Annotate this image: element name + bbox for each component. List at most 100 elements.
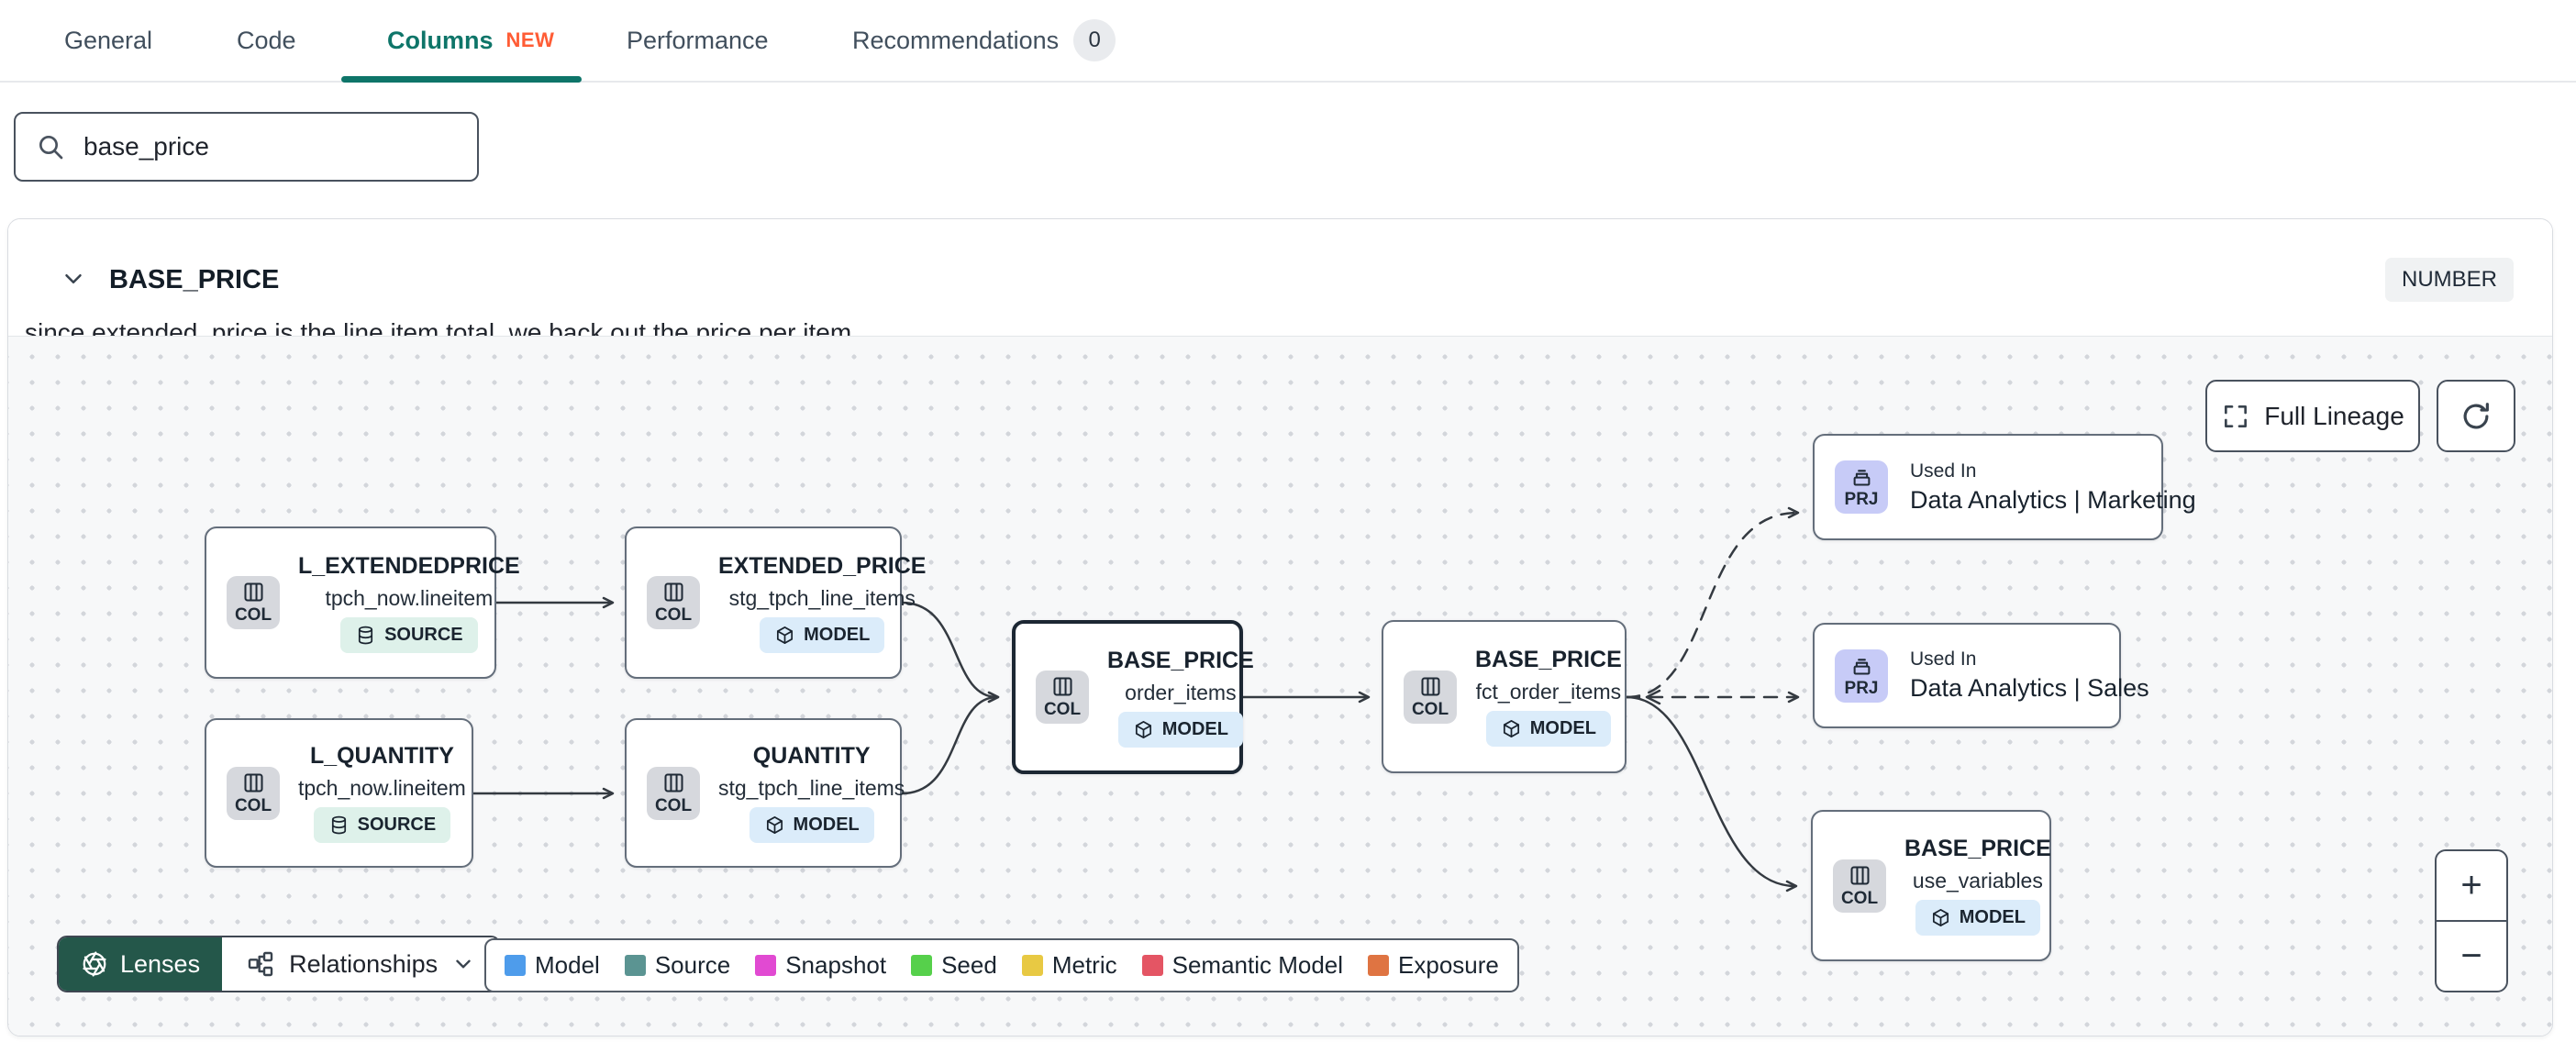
node-subtitle: stg_tpch_line_items — [718, 776, 905, 800]
tab-label: Performance — [627, 26, 769, 54]
legend-swatch — [911, 955, 933, 976]
column-badge: COL — [227, 576, 280, 629]
node-subtitle: order_items — [1125, 680, 1237, 704]
lenses-label: Lenses — [120, 949, 201, 978]
refresh-button[interactable] — [2437, 380, 2515, 452]
lineage-node-quantity[interactable]: COL QUANTITY stg_tpch_line_items MODEL — [625, 718, 905, 868]
source-pill: SOURCE — [313, 807, 451, 843]
column-search[interactable] — [14, 112, 479, 182]
project-badge: PRJ — [1835, 648, 1888, 703]
column-name: BASE_PRICE — [109, 265, 280, 294]
legend-label: Metric — [1051, 951, 1117, 979]
cube-icon — [1932, 909, 1949, 926]
badge-label: COL — [1411, 699, 1449, 719]
columns-icon — [1052, 677, 1072, 696]
node-subtitle: stg_tpch_line_items — [728, 585, 916, 610]
lineage-node-base-price-order-items[interactable]: COL BASE_PRICE order_items MODEL — [1012, 620, 1254, 774]
lenses-button[interactable]: Lenses — [59, 937, 223, 991]
column-badge: COL — [1833, 859, 1886, 913]
full-lineage-button[interactable]: Full Lineage — [2205, 380, 2420, 452]
node-title: L_EXTENDEDPRICE — [298, 552, 520, 579]
node-type-label: MODEL — [1959, 907, 2026, 927]
tab-code[interactable]: Code — [237, 0, 296, 81]
legend-label: Seed — [941, 951, 997, 979]
tab-bar: General Code Columns NEW Performance Rec… — [0, 0, 2576, 83]
model-pill: MODEL — [749, 807, 874, 843]
column-panel-header: BASE_PRICE NUMBER since extended_price i… — [8, 219, 2552, 347]
column-panel: BASE_PRICE NUMBER since extended_price i… — [7, 218, 2553, 1036]
model-pill: MODEL — [1117, 711, 1243, 748]
legend-item-metric: Metric — [1021, 951, 1117, 980]
lineage-node-extended-price[interactable]: COL EXTENDED_PRICE stg_tpch_line_items M… — [625, 526, 926, 679]
node-title: Data Analytics | Marketing — [1910, 485, 2196, 514]
zoom-control: + − — [2435, 849, 2508, 992]
legend-item-source: Source — [624, 951, 730, 980]
legend-item-model: Model — [505, 951, 600, 980]
node-type-label: MODEL — [793, 815, 860, 835]
chevron-down-icon — [456, 959, 471, 969]
tab-general[interactable]: General — [64, 0, 152, 81]
legend-label: Semantic Model — [1171, 951, 1344, 979]
aperture-icon — [83, 951, 106, 977]
project-icon — [1853, 470, 1870, 486]
zoom-out-button[interactable]: − — [2460, 936, 2482, 976]
columns-icon — [663, 772, 683, 793]
node-title: BASE_PRICE — [1475, 647, 1622, 672]
legend-swatch — [505, 955, 526, 976]
tab-columns[interactable]: Columns NEW — [387, 0, 554, 81]
legend-swatch — [1368, 955, 1390, 976]
used-in-label: Used In — [1910, 648, 1977, 670]
column-badge: COL — [647, 576, 700, 629]
database-icon — [331, 815, 346, 835]
lens-controls: Lenses Relationships — [57, 936, 502, 992]
relationships-label: Relationships — [289, 949, 439, 978]
lineage-node-used-in-marketing[interactable]: PRJ Used In Data Analytics | Marketing — [1813, 434, 2196, 540]
search-input[interactable] — [83, 132, 450, 161]
refresh-icon — [2463, 402, 2489, 428]
node-type-label: MODEL — [1161, 718, 1228, 739]
columns-icon — [663, 582, 683, 602]
tab-performance[interactable]: Performance — [627, 0, 769, 81]
hierarchy-icon — [248, 951, 273, 977]
badge-label: COL — [654, 795, 693, 815]
lineage-edges — [472, 506, 1800, 892]
lineage-node-base-price-use-variables[interactable]: COL BASE_PRICE use_variables MODEL — [1811, 810, 2051, 961]
chevron-down-icon[interactable] — [60, 265, 87, 293]
columns-icon — [243, 582, 263, 602]
data-type-badge: NUMBER — [2384, 258, 2514, 302]
badge-label: COL — [654, 605, 693, 625]
node-title: Data Analytics | Sales — [1910, 674, 2149, 702]
column-badge: COL — [1036, 671, 1089, 724]
tab-recommendations[interactable]: Recommendations 0 — [852, 0, 1116, 81]
legend-item-seed: Seed — [911, 951, 997, 980]
node-title: QUANTITY — [752, 743, 871, 769]
tab-label: General — [64, 26, 153, 54]
cube-icon — [1503, 720, 1519, 737]
node-type-label: MODEL — [804, 624, 871, 645]
lineage-node-used-in-sales[interactable]: PRJ Used In Data Analytics | Sales — [1813, 623, 2149, 728]
zoom-in-button[interactable]: + — [2437, 851, 2506, 922]
node-type-label: MODEL — [1529, 718, 1596, 738]
relationships-dropdown[interactable]: Relationships — [222, 937, 500, 991]
cube-icon — [1135, 720, 1151, 738]
used-in-label: Used In — [1910, 460, 1977, 482]
badge-label: COL — [1043, 700, 1082, 719]
node-subtitle: fct_order_items — [1475, 680, 1622, 704]
lineage-node-l-extendedprice[interactable]: COL L_EXTENDEDPRICE tpch_now.lineitem SO… — [205, 526, 520, 679]
node-title: L_QUANTITY — [309, 743, 454, 769]
lineage-node-base-price-fct-order-items[interactable]: COL BASE_PRICE fct_order_items MODEL — [1382, 620, 1627, 773]
node-title: BASE_PRICE — [1904, 836, 2051, 861]
new-badge: NEW — [505, 28, 555, 51]
lineage-canvas[interactable]: COL L_EXTENDEDPRICE tpch_now.lineitem SO… — [8, 336, 2552, 1036]
node-type-label: SOURCE — [357, 815, 437, 835]
lineage-node-l-quantity[interactable]: COL L_QUANTITY tpch_now.lineitem SOURCE — [205, 718, 473, 868]
legend-item-snapshot: Snapshot — [755, 951, 886, 980]
column-badge: COL — [227, 766, 280, 820]
cube-icon — [766, 816, 783, 834]
column-badge: COL — [647, 766, 700, 820]
source-pill: SOURCE — [340, 616, 478, 653]
badge-label: COL — [1840, 888, 1879, 908]
badge-label: COL — [234, 795, 272, 815]
node-subtitle: tpch_now.lineitem — [298, 776, 466, 800]
column-badge: COL — [1404, 670, 1457, 724]
